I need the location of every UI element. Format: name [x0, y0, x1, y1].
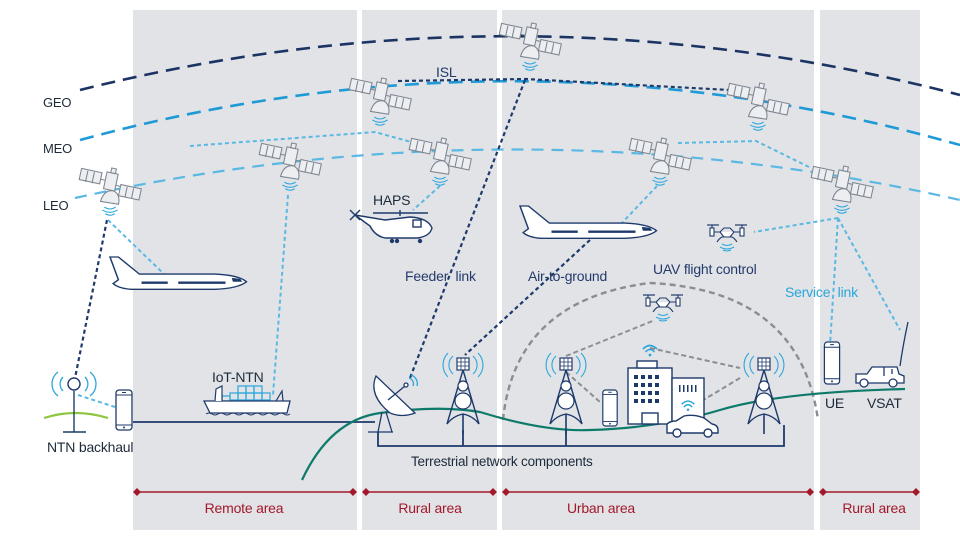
meo-orbit: [79, 79, 960, 147]
ue-label: UE: [825, 395, 844, 411]
uav-link: [753, 217, 839, 233]
light-links: [77, 130, 901, 408]
panel-remote: [133, 10, 357, 530]
service-link-ue: [829, 217, 839, 346]
area-label-rural: Rural area: [398, 500, 462, 516]
ntn-backhaul-link: [73, 219, 109, 379]
ntn-backhaul-label: NTN backhaul: [47, 439, 133, 455]
service-link-vsat: [837, 217, 901, 331]
air-to-ground-label: Air-to-ground: [528, 268, 607, 284]
navy-links: [73, 77, 731, 379]
satellite-icon: [78, 167, 142, 216]
ground-station-dish-icon: [368, 374, 418, 433]
area-label-rural-2: Rural area: [842, 500, 906, 516]
ue-phone-icon: [823, 341, 841, 385]
leo-to-plane-link: [619, 185, 658, 226]
backhaul-to-phone-link: [77, 394, 116, 408]
haps-label: HAPS: [373, 192, 410, 208]
urban-phone-icon: [602, 389, 618, 427]
haps-helicopter-icon: [349, 209, 433, 244]
meo-to-leo-chain-link: [677, 139, 812, 169]
backhaul-phone-icon: [115, 389, 133, 431]
leo-to-iot-link: [272, 194, 289, 396]
area-label-remote: Remote area: [205, 500, 284, 516]
iot-ntn-label: IoT-NTN: [212, 369, 264, 385]
service-link-label: Service link: [785, 284, 859, 300]
leo-to-airplane-link: [107, 219, 166, 276]
feeder-link: [408, 79, 527, 379]
iot-ship-icon: [202, 385, 291, 416]
area-label-urban: Urban area: [567, 500, 635, 516]
vsat-vehicle-icon: [855, 321, 909, 388]
uav-flight-control-label: UAV flight control: [653, 261, 757, 277]
ntn-backhaul-mast-icon: [43, 371, 109, 433]
terrestrial-network-label: Terrestrial network components: [411, 454, 593, 469]
isl-label: ISL: [436, 64, 457, 80]
panel-rural-2: [820, 10, 920, 530]
leo-label: LEO: [43, 198, 69, 213]
car-icon: [666, 414, 719, 438]
urban-coverage-dome: [501, 281, 820, 421]
geo-label: GEO: [43, 95, 71, 110]
air-to-ground-link: [464, 239, 591, 356]
sat-chain-link: [189, 130, 423, 147]
area-panels: [133, 10, 920, 530]
feeder-link-label: Feeder link: [405, 268, 477, 284]
meo-label: MEO: [43, 141, 72, 156]
vsat-label: VSAT: [867, 395, 902, 411]
haps-link: [412, 185, 441, 211]
isl-link: [397, 77, 731, 92]
